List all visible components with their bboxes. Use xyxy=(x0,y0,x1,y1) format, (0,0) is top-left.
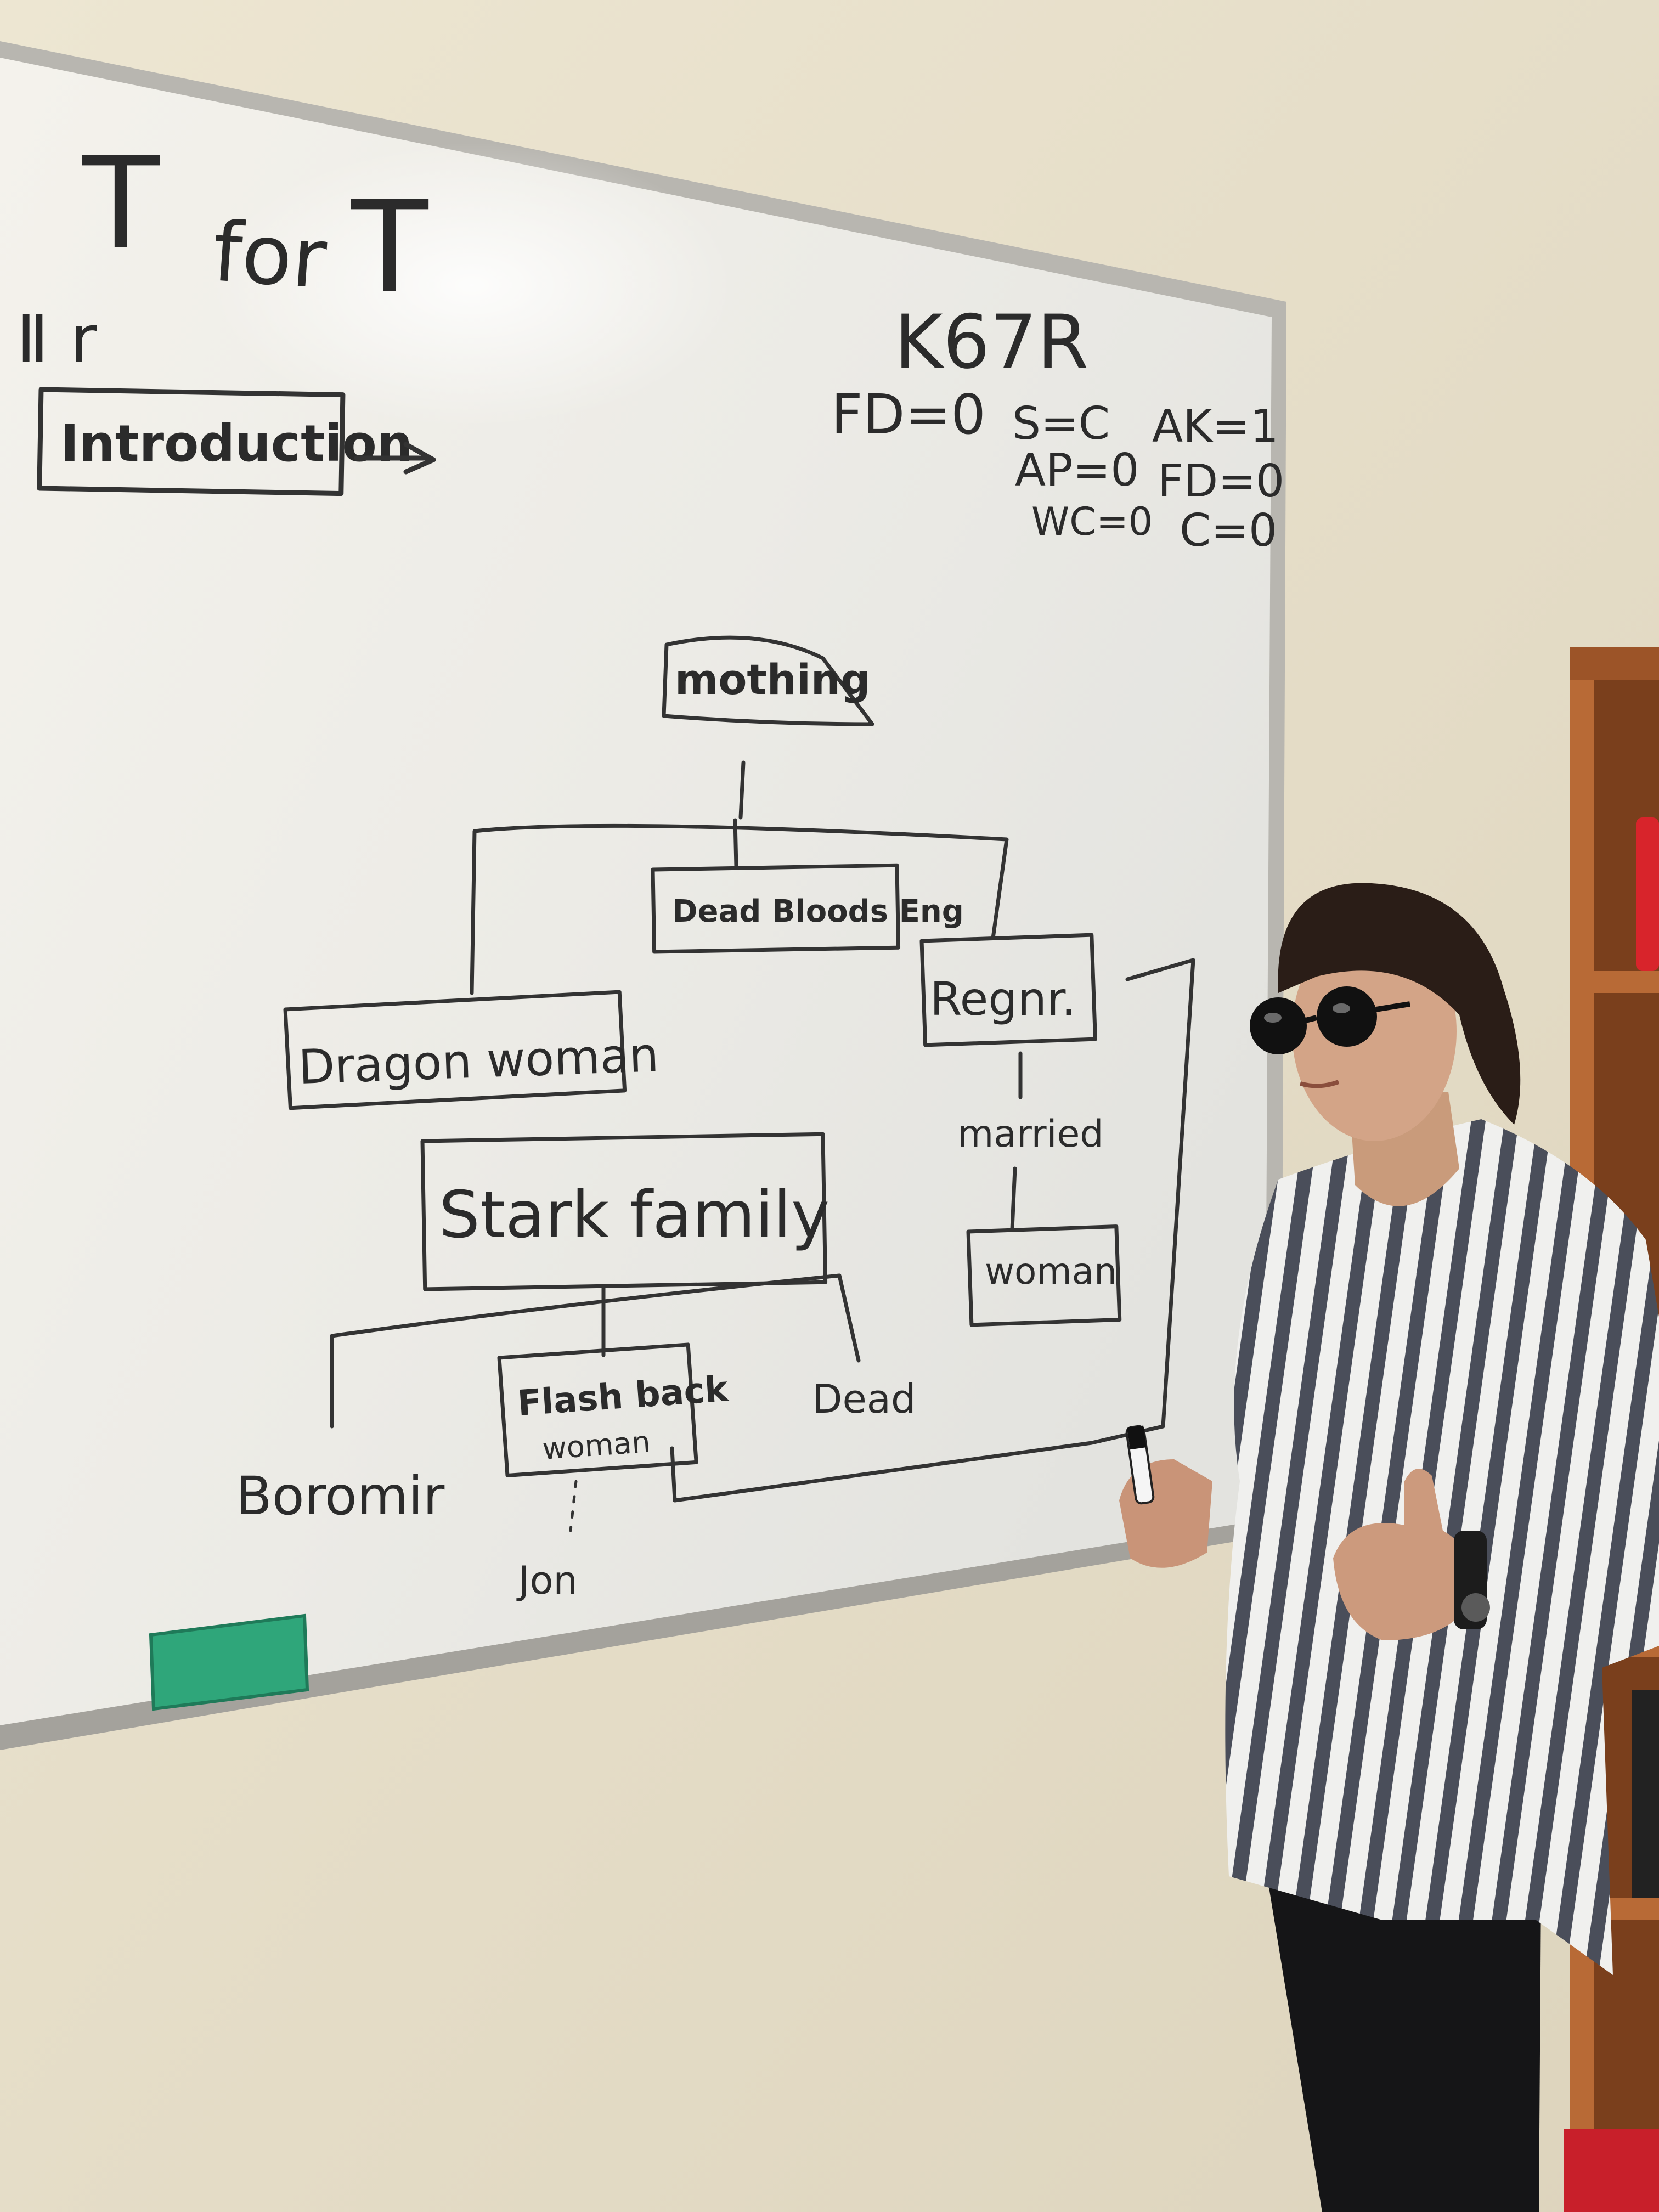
node-dragon-woman: Dragon woman xyxy=(297,1028,659,1095)
title-mid-word: for xyxy=(210,204,329,307)
introduction-label: Introduction xyxy=(60,414,413,473)
sunglasses xyxy=(1250,986,1410,1054)
node-woman: woman xyxy=(985,1250,1117,1293)
title-left-letter: T xyxy=(82,131,160,277)
tiny-note: Ⅱ r xyxy=(16,302,97,378)
person xyxy=(1119,883,1659,2212)
board-title: T for T Ⅱ r xyxy=(16,131,429,378)
node-stark-family: Stark family xyxy=(439,1177,830,1252)
whiteboard-surface xyxy=(0,58,1272,1725)
label-boromir: Boromir xyxy=(236,1465,445,1527)
code-note-1: FD=0 xyxy=(831,382,986,447)
code-note-5: FD=0 xyxy=(1158,455,1284,507)
node-root: mothing xyxy=(675,655,870,704)
code-note-6: WC=0 xyxy=(1031,499,1153,544)
red-bottle xyxy=(1636,817,1659,971)
code-notes: K67R FD=0 S=C AK=1 AP=0 FD=0 WC=0 C=0 xyxy=(831,299,1284,557)
label-married: married xyxy=(957,1113,1104,1156)
plot-diagram: mothing Dead Bloods Eng Dragon woman Reg… xyxy=(236,635,1195,1603)
title-right-letter: T xyxy=(351,174,429,321)
book-spine xyxy=(1632,1690,1659,1898)
introduction-box: Introduction xyxy=(37,387,436,496)
code-heading: K67R xyxy=(894,299,1088,385)
red-bag xyxy=(1564,2129,1659,2212)
hair xyxy=(1278,883,1521,1125)
node-dead-blood: Dead Bloods Eng xyxy=(672,894,964,929)
code-note-3: AK=1 xyxy=(1152,400,1279,453)
eraser xyxy=(149,1613,309,1711)
marker-tray xyxy=(0,1520,1267,1750)
node-regnr: Regnr. xyxy=(930,972,1076,1026)
light-glare xyxy=(208,143,735,428)
code-note-2: S=C xyxy=(1012,398,1110,450)
code-note-4: AP=0 xyxy=(1015,444,1139,496)
label-jon: Jon xyxy=(516,1558,578,1603)
node-flashback-sub: woman xyxy=(541,1424,652,1466)
right-hand-thumbs-up xyxy=(1333,1469,1473,1640)
label-dead: Dead xyxy=(812,1376,916,1422)
code-note-7: C=0 xyxy=(1180,505,1277,557)
mouth xyxy=(1299,1080,1340,1088)
